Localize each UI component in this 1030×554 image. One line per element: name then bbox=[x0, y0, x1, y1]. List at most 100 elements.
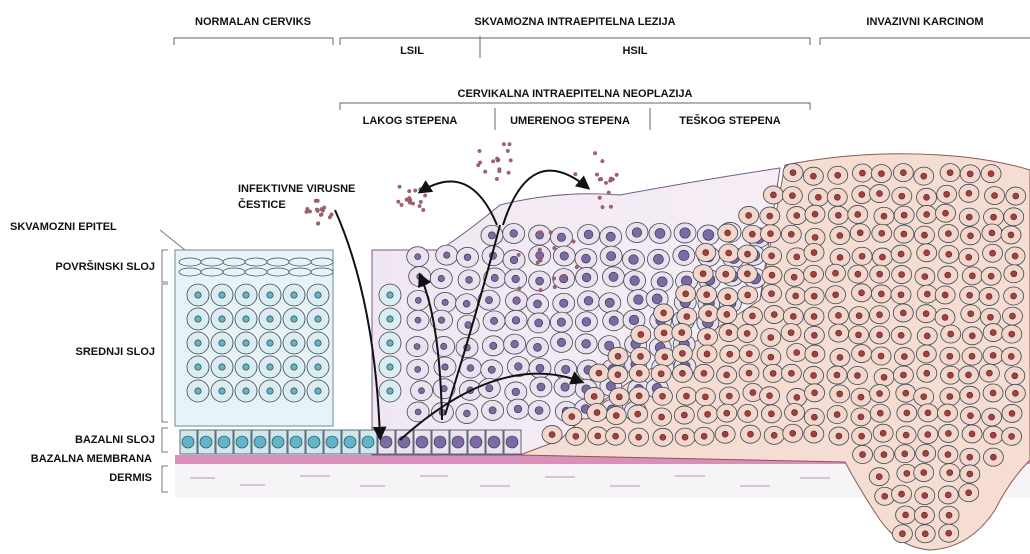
cell-nucleus bbox=[792, 410, 798, 416]
cell-nucleus bbox=[990, 454, 996, 460]
basal-cell-nucleus bbox=[398, 436, 410, 448]
bracket-basal bbox=[162, 428, 168, 452]
cell-nucleus bbox=[438, 275, 444, 281]
cell-nucleus bbox=[968, 233, 974, 239]
cell-nucleus bbox=[859, 351, 865, 357]
label-virus-line1: INFEKTIVNE VIRUSNE bbox=[238, 183, 355, 195]
cell-nucleus bbox=[749, 313, 755, 319]
cell-nucleus bbox=[924, 250, 930, 256]
cell-nucleus bbox=[921, 512, 927, 518]
cell-nucleus bbox=[219, 316, 225, 322]
cell-nucleus bbox=[854, 373, 860, 379]
cell-nucleus bbox=[835, 312, 841, 318]
cell-nucleus bbox=[967, 413, 973, 419]
cell-nucleus bbox=[1012, 390, 1018, 396]
squamous-cell-flat bbox=[201, 268, 223, 276]
virus-particle bbox=[538, 249, 542, 253]
virus-particle bbox=[599, 177, 603, 181]
cell-nucleus bbox=[878, 171, 884, 177]
virus-particle bbox=[604, 181, 608, 185]
cell-nucleus bbox=[924, 194, 930, 200]
cell-nucleus bbox=[291, 340, 297, 346]
cell-nucleus bbox=[789, 193, 795, 199]
cell-nucleus bbox=[387, 388, 393, 394]
cell-nucleus bbox=[812, 234, 818, 240]
squamous-cell-flat bbox=[267, 268, 289, 276]
basal-cell-nucleus bbox=[272, 436, 284, 448]
cell-nucleus bbox=[315, 388, 321, 394]
cell-nucleus bbox=[811, 293, 817, 299]
cell-nucleus bbox=[315, 292, 321, 298]
cell-nucleus bbox=[744, 330, 750, 336]
cell-nucleus bbox=[749, 231, 755, 237]
cell-nucleus bbox=[746, 370, 752, 376]
cell-nucleus bbox=[467, 365, 474, 372]
cell-nucleus bbox=[700, 271, 706, 277]
cell-nucleus bbox=[924, 291, 930, 297]
cell-nucleus bbox=[1011, 271, 1017, 277]
cell-nucleus bbox=[900, 372, 906, 378]
cell-nucleus bbox=[788, 370, 794, 376]
basal-cell-nucleus bbox=[218, 436, 230, 448]
cell-nucleus bbox=[767, 393, 773, 399]
virus-particle bbox=[478, 149, 482, 153]
cell-nucleus bbox=[490, 317, 497, 324]
cell-nucleus bbox=[488, 232, 495, 239]
basal-cell-nucleus bbox=[290, 436, 302, 448]
virus-particle bbox=[322, 206, 326, 210]
cell-nucleus bbox=[923, 311, 929, 317]
bracket-invasive bbox=[820, 38, 1030, 45]
cell-nucleus bbox=[794, 394, 800, 400]
cell-nucleus bbox=[877, 391, 883, 397]
cell-nucleus bbox=[815, 194, 821, 200]
label-intermediate: SREDNJI SLOJ bbox=[76, 346, 155, 358]
cell-nucleus bbox=[990, 330, 996, 336]
cell-nucleus bbox=[726, 330, 732, 336]
virus-particle bbox=[491, 159, 495, 163]
cell-nucleus bbox=[945, 231, 951, 237]
squamous-cell-flat bbox=[311, 268, 333, 276]
cell-nucleus bbox=[1008, 353, 1014, 359]
cell-nucleus bbox=[594, 410, 600, 416]
cell-nucleus bbox=[790, 313, 796, 319]
cell-nucleus bbox=[315, 340, 321, 346]
cell-nucleus bbox=[510, 256, 518, 264]
squamous-cell-flat bbox=[267, 258, 289, 266]
basal-cell-nucleus bbox=[254, 436, 266, 448]
cell-nucleus bbox=[438, 317, 444, 323]
cell-nucleus bbox=[606, 232, 615, 241]
cell-nucleus bbox=[511, 340, 519, 348]
cell-nucleus bbox=[512, 275, 520, 283]
cell-nucleus bbox=[835, 212, 841, 218]
cell-nucleus bbox=[512, 317, 520, 325]
cell-nucleus bbox=[387, 340, 393, 346]
squamous-cell-flat bbox=[311, 258, 333, 266]
cell-nucleus bbox=[923, 351, 929, 357]
label-sil: SKVAMOZNA INTRAEPITELNA LEZIJA bbox=[474, 16, 675, 28]
basal-cell-nucleus bbox=[236, 436, 248, 448]
cell-nucleus bbox=[219, 340, 225, 346]
cell-nucleus bbox=[636, 393, 642, 399]
cell-nucleus bbox=[811, 431, 817, 437]
cell-nucleus bbox=[881, 374, 887, 380]
cell-nucleus bbox=[880, 430, 886, 436]
cell-nucleus bbox=[679, 350, 685, 356]
cell-nucleus bbox=[195, 292, 201, 298]
virus-particle bbox=[508, 142, 512, 146]
cell-nucleus bbox=[219, 292, 225, 298]
cell-nucleus bbox=[901, 231, 907, 237]
cell-nucleus bbox=[609, 316, 618, 325]
squamous-cell-flat bbox=[179, 268, 201, 276]
cell-nucleus bbox=[219, 388, 225, 394]
basal-cell-nucleus bbox=[200, 436, 212, 448]
cell-nucleus bbox=[573, 433, 579, 439]
cell-nucleus bbox=[834, 412, 840, 418]
cell-nucleus bbox=[811, 313, 817, 319]
cell-nucleus bbox=[661, 310, 667, 316]
cell-nucleus bbox=[921, 394, 927, 400]
cell-nucleus bbox=[812, 390, 818, 396]
cell-nucleus bbox=[769, 253, 775, 259]
cell-nucleus bbox=[790, 170, 796, 176]
cell-nucleus bbox=[899, 193, 905, 199]
virus-particle bbox=[575, 265, 579, 269]
